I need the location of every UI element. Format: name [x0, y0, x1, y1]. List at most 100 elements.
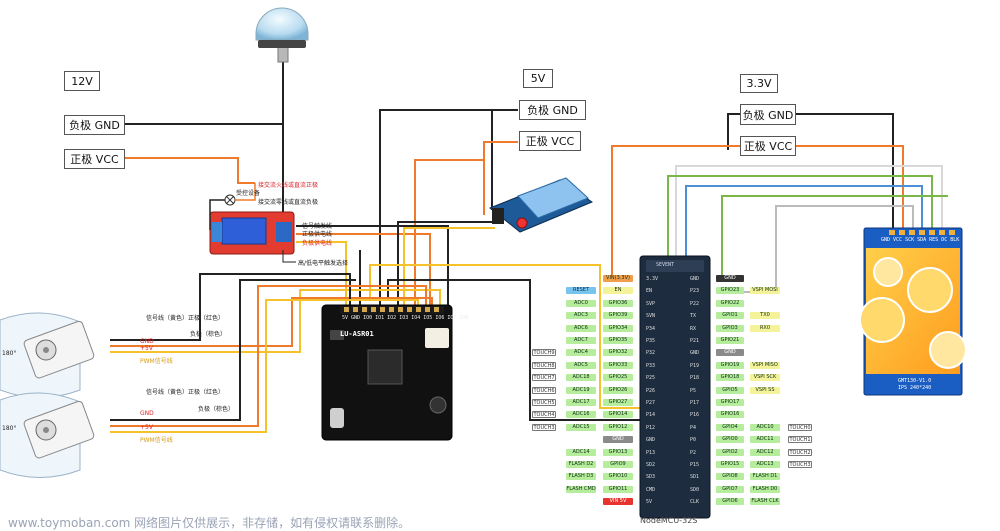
- mcu-inner-right-10: P17: [690, 400, 700, 406]
- servo1-sig-label: 信号线（黄色）正极（红色）: [146, 315, 225, 322]
- mcu-right-alt-3: TX0: [750, 312, 780, 320]
- mcu-left-alt-17: FLASH CMD: [566, 485, 596, 493]
- mcu-board-name: NodeMCU-32S: [640, 516, 698, 525]
- wire-servo1-pos: [110, 297, 433, 347]
- wire-relay-neg: [296, 241, 347, 315]
- mcu-inner-left-7: P33: [646, 362, 656, 369]
- mcu-inner-right-11: P16: [690, 412, 700, 419]
- label-12v: 12V: [64, 71, 100, 91]
- wire-5v-vcc-b: [414, 159, 484, 305]
- mcu-inner-left-8: P25: [646, 375, 656, 382]
- mcu-right-pin-14: GPIO2: [716, 448, 744, 456]
- mcu-inner-left-9: P26: [646, 387, 656, 394]
- mcu-inner-right-15: P15: [690, 462, 700, 468]
- label-vcc-33v-text: 正极 VCC: [743, 140, 793, 153]
- label-gnd-5v-text: 负极 GND: [527, 104, 578, 117]
- mcu-left-touch-0: TOUCH9: [532, 349, 556, 357]
- mcu-inner-right-2: P22: [690, 300, 700, 307]
- mcu-left-pin-15: GPIO9: [603, 461, 633, 468]
- mcu-right-pin-10: GPIO17: [716, 399, 744, 406]
- mcu-left-alt-14: ADC14: [566, 448, 596, 456]
- wire-33-gnd: [727, 113, 740, 150]
- wire-servo1-sig: [110, 289, 441, 353]
- wire-asr-mcu-2: [369, 264, 640, 409]
- mcu-right-alt-15: ADC13: [750, 461, 780, 468]
- mcu-right-pin-6: GND: [716, 349, 744, 357]
- mcu-inner-right-12: P4: [690, 424, 697, 431]
- relay-label-pos: 正极供电线: [302, 231, 333, 238]
- mcu-left-alt-9: ADC19: [566, 386, 596, 394]
- mcu-left-alt-16: FLASH D3: [566, 473, 596, 481]
- mcu-inner-left-1: EN: [646, 288, 653, 295]
- mcu-right-alt-13: ADC11: [750, 436, 780, 444]
- relay-label-neutral: 接交流零线或直流负极: [258, 199, 319, 206]
- mcu-right-alt-9: VSPI SS: [750, 386, 780, 394]
- label-gnd-12v-text: 负极 GND: [69, 119, 120, 132]
- mcu-left-pin-4: GPIO34: [603, 324, 633, 332]
- servo1-plus-label: +5V: [140, 345, 153, 352]
- mcu-inner-left-4: P34: [646, 325, 656, 332]
- servo-2-icon: [0, 392, 95, 478]
- mcu-right-pin-9: GPIO5: [716, 386, 744, 394]
- mcu-right-alt-7: VSPI MISO: [750, 361, 780, 369]
- mcu-left-pin-16: GPIO10: [603, 473, 633, 481]
- mcu-right-pin-17: GPIO7: [716, 485, 744, 493]
- mcu-right-alt-8: VSPI SCK: [750, 374, 780, 382]
- mcu-inner-right-4: RX: [690, 325, 697, 332]
- mcu-left-pin-11: GPIO14: [603, 411, 633, 419]
- mcu-inner-left-5: P35: [646, 338, 656, 344]
- mcu-right-pin-1: GPIO23: [716, 287, 744, 295]
- mcu-inner-left-13: GND: [646, 437, 656, 444]
- mcu-left-alt-3: ADC3: [566, 312, 596, 320]
- wire-dht-1: [397, 221, 495, 315]
- mcu-inner-right-0: GND: [690, 276, 700, 282]
- mcu-left-touch-3: TOUCH6: [532, 386, 556, 394]
- mcu-left-pin-1: EN: [603, 287, 633, 295]
- mcu-right-touch-2: TOUCH2: [788, 448, 812, 456]
- mcu-left-alt-4: ADC6: [566, 324, 596, 332]
- servo2-sig-label: 信号线（黄色）正极（红色）: [146, 389, 225, 396]
- mcu-left-pin-5: GPIO35: [603, 337, 633, 344]
- mcu-left-touch-5: TOUCH4: [532, 411, 556, 419]
- mcu-right-alt-4: RX0: [750, 324, 780, 332]
- mcu-left-pin-18: VIN 5V: [603, 498, 633, 506]
- mcu-left-alt-15: FLASH D2: [566, 461, 596, 468]
- servo1-pwm-label: PWM信号线: [140, 358, 173, 365]
- mcu-right-touch-1: TOUCH1: [788, 436, 812, 444]
- mcu-inner-left-18: 5V: [646, 499, 653, 506]
- mcu-right-alt-12: ADC10: [750, 423, 780, 431]
- relay-label-signal: 信号触发线: [302, 223, 333, 230]
- mcu-right-pin-12: GPIO4: [716, 423, 744, 431]
- mcu-inner-right-16: SD1: [690, 474, 700, 481]
- mcu-left-alt-7: ADC5: [566, 361, 596, 369]
- mcu-right-pin-0: GND: [716, 275, 744, 282]
- mcu-left-pin-14: GPIO13: [603, 448, 633, 456]
- watermark: www.toymoban.com 网络图片仅供展示，非存储，如有侵权请联系删除。: [8, 516, 411, 530]
- mcu-left-pin-10: GPIO27: [603, 399, 633, 406]
- label-gnd-12v: 负极 GND: [64, 115, 125, 135]
- servo2-neg-label: 负极（棕色）: [198, 406, 235, 413]
- label-vcc-12v: 正极 VCC: [64, 149, 125, 169]
- label-12v-text: 12V: [71, 74, 93, 88]
- mcu-right-pin-8: GPIO18: [716, 374, 744, 382]
- mcu-right-pin-15: GPIO15: [716, 461, 744, 468]
- mcu-right-pin-2: GPIO22: [716, 299, 744, 307]
- mcu-right-alt-16: FLASH D1: [750, 473, 780, 481]
- mcu-right-pin-5: GPIO21: [716, 337, 744, 344]
- wire-relay-pos: [296, 233, 431, 315]
- mcu-inner-left-14: P13: [646, 449, 656, 456]
- mcu-left-alt-6: ADC4: [566, 349, 596, 357]
- mcu-inner-left-10: P27: [646, 400, 656, 406]
- lcd-pin-labels: GND VCC SCK SDA RES DC BLK: [881, 237, 960, 243]
- mcu-right-pin-13: GPIO0: [716, 436, 744, 444]
- mcu-left-alt-10: ADC17: [566, 399, 596, 406]
- label-vcc-12v-text: 正极 VCC: [70, 153, 119, 166]
- mcu-inner-right-18: CLK: [690, 499, 700, 506]
- label-33v: 3.3V: [740, 74, 778, 93]
- wire-33-vcc: [611, 145, 740, 276]
- mcu-left-alt-5: ADC7: [566, 337, 596, 344]
- mcu-right-pin-7: GPIO19: [716, 361, 744, 369]
- dht-sensor-icon: [489, 177, 594, 233]
- wire-lcd-scl: [721, 195, 948, 276]
